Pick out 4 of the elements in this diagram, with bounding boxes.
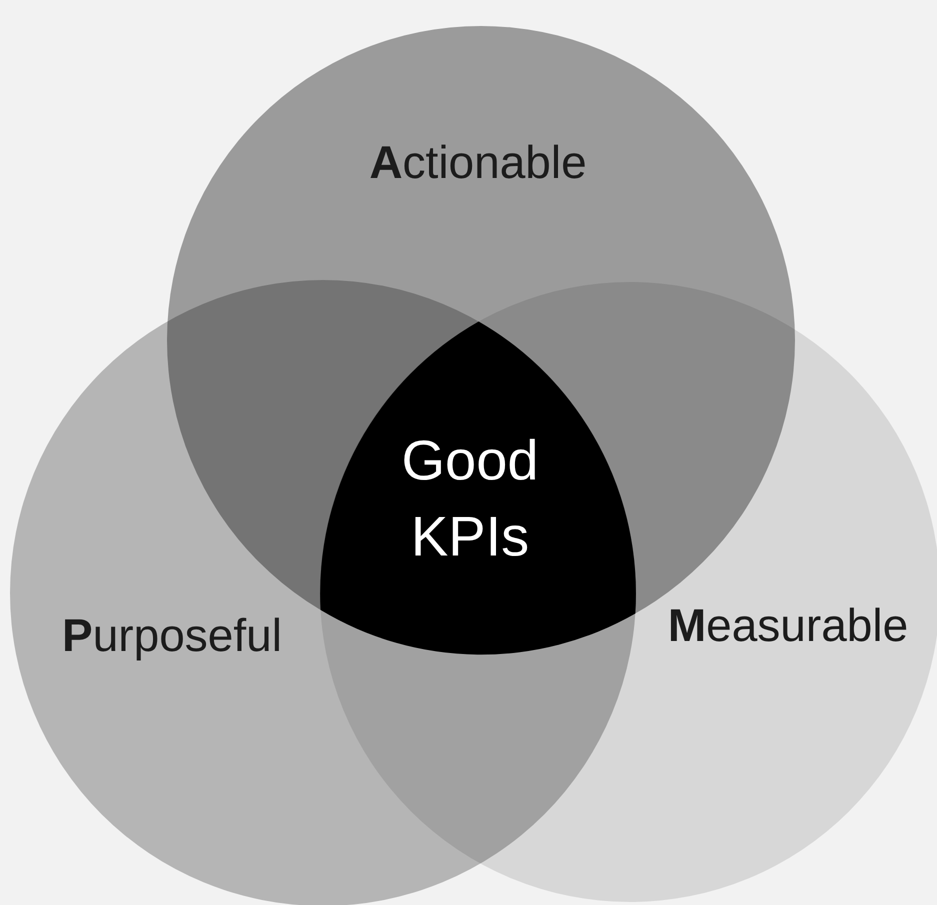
circle-label: Purposeful bbox=[62, 608, 282, 662]
circle-label: Actionable bbox=[369, 135, 587, 189]
circle-label: Measurable bbox=[668, 598, 908, 652]
center-label: Good KPIs bbox=[400, 427, 540, 569]
